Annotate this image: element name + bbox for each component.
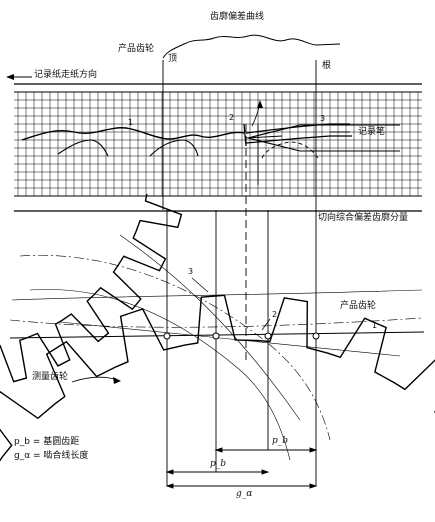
- contact-points: [163, 332, 320, 340]
- mesh-number-2: 2: [272, 310, 278, 319]
- paper-direction-label: 记录纸走纸方向: [34, 70, 98, 80]
- dimension-lines: [165, 447, 318, 489]
- pb-definition: p_b = 基圆齿距: [14, 437, 80, 447]
- leader-2: [261, 318, 271, 331]
- paper-direction-arrow: [6, 74, 32, 80]
- line-of-action: [9, 234, 425, 421]
- paper-grid: [14, 92, 422, 197]
- pb-dimension-right: p_b: [272, 436, 289, 446]
- leader-3: [191, 277, 209, 293]
- ga-definition: g_α = 啮合线长度: [14, 451, 89, 461]
- trace-number-3: 3: [320, 114, 326, 123]
- reference-lines: [162, 60, 317, 486]
- pen-label: 记录笔: [358, 127, 386, 137]
- pb-dimension-left: p_b: [210, 459, 227, 469]
- product-gear-mid-label: 产品齿轮: [340, 301, 377, 311]
- recording-pen: [247, 124, 400, 152]
- root-label: 根: [322, 61, 332, 71]
- trace-number-1: 1: [128, 118, 134, 127]
- recorded-traces: [21, 100, 352, 159]
- mesh-number-3: 3: [188, 267, 194, 276]
- trace-number-2: 2: [229, 113, 235, 122]
- mesh-number-1: 1: [372, 321, 378, 330]
- measuring-gear-label: 测量齿轮: [32, 372, 69, 382]
- ga-dimension: g_α: [236, 489, 253, 499]
- recording-paper: [14, 83, 422, 212]
- rotation-arrow: [71, 376, 121, 384]
- tip-label: 顶: [168, 54, 178, 64]
- product-gear: [0, 289, 435, 462]
- product-gear-top-label: 产品齿轮: [118, 44, 155, 54]
- deviation-curve: [162, 34, 341, 59]
- measuring-gear: [0, 193, 331, 461]
- deviation-curve-label: 齿廓偏差曲线: [210, 12, 265, 22]
- tangential-component-label: 切向综合偏差齿廓分量: [318, 213, 409, 223]
